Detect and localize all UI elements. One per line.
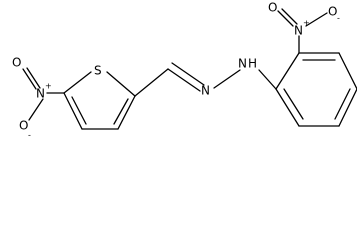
sulfur-atom: S: [94, 64, 102, 78]
nitro-2-left-oxygen: O: [268, 1, 277, 15]
nitro-2-nitrogen-charge: +: [303, 19, 310, 28]
nitro-2-nitrogen: N: [294, 24, 303, 38]
nitro-1-bottom-oxygen-charge: -: [28, 131, 31, 140]
nitro-2-right-oxygen: O: [328, 5, 337, 19]
atom-labels: S O N + O - N N H N + O - O: [12, 1, 340, 140]
chemical-structure-diagram: S O N + O - N N H N + O - O: [12, 1, 357, 140]
bond-lines: [22, 8, 357, 130]
nitro-2-right-oxygen-charge: -: [337, 14, 340, 23]
hydrazine-hydrogen: H: [248, 57, 257, 71]
nitro-1-nitrogen-charge: +: [45, 82, 52, 91]
nitro-1-top-oxygen: O: [12, 56, 21, 70]
nitro-1-nitrogen: N: [36, 87, 45, 101]
hydrazine-nitrogen: N: [238, 57, 247, 71]
azomethine-nitrogen: N: [201, 84, 210, 98]
nitro-1-bottom-oxygen: O: [19, 119, 28, 133]
